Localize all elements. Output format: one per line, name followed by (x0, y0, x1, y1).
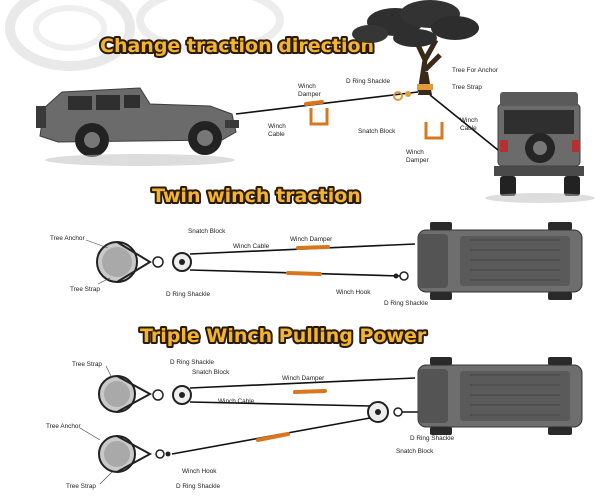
label-d-ring-shackle: D Ring Shackle (346, 78, 390, 85)
label-winch-cable: Winch Cable (218, 398, 255, 405)
label-d-ring-shackle: D Ring Shackle (166, 291, 210, 298)
jeep-top-view-icon (417, 357, 583, 435)
shackle-icon (393, 91, 411, 101)
winch-damper-mark (256, 432, 290, 442)
winch-cable-line (189, 377, 416, 389)
section-title-change-traction: Change traction direction (100, 35, 374, 57)
label-d-ring-shackle-right: D Ring Shackle (410, 435, 454, 442)
label-winch-hook: Winch Hook (336, 289, 371, 296)
label-winch-damper-2: Damper (298, 91, 322, 98)
label-winch-damper-lower-2: Damper (406, 157, 430, 164)
section-title-twin-winch: Twin winch traction (152, 185, 361, 207)
jeep-rear-view-icon (485, 92, 595, 203)
label-d-ring-shackle-right: D Ring Shackle (384, 300, 428, 307)
label-tree-strap-top: Tree Strap (72, 361, 102, 368)
label-winch-hook: Winch Hook (182, 468, 217, 475)
label-winch-damper: Winch Damper (290, 236, 333, 243)
snatch-block-icon (152, 252, 192, 272)
label-winch-damper: Winch Damper (282, 375, 325, 382)
winch-damper-bracket (424, 122, 444, 140)
tree-anchor-icon (98, 435, 153, 473)
label-winch-cable-left-2: Cable (268, 131, 285, 138)
label-snatch-block: Snatch Block (188, 228, 226, 235)
tree-icon (352, 0, 479, 95)
tree-anchor-icon (98, 375, 153, 413)
label-winch-cable: Winch Cable (233, 243, 270, 250)
label-tree-strap: Tree Strap (70, 286, 100, 293)
label-snatch-block: Snatch Block (358, 128, 396, 135)
winch-damper-mark (296, 245, 330, 250)
snatch-block-icon (152, 385, 192, 405)
winch-damper-mark (293, 389, 327, 394)
label-d-ring-shackle-bottom: D Ring Shackle (176, 483, 220, 490)
section-title-triple-winch: Triple Winch Pulling Power (140, 325, 427, 347)
label-winch-cable-right-1: Winch (460, 117, 478, 124)
tree-anchor-icon (96, 241, 152, 283)
label-winch-damper-1: Winch (298, 83, 316, 90)
winch-hook-icon (393, 271, 409, 281)
label-tree-for-anchor: Tree For Anchor (452, 67, 499, 74)
winch-damper-mark (304, 100, 324, 106)
label-tree-anchor: Tree Anchor (50, 235, 85, 242)
label-tree-strap: Tree Strap (452, 84, 482, 91)
label-tree-strap-bottom: Tree Strap (66, 483, 96, 490)
winch-hook-icon (155, 449, 171, 459)
snatch-block-icon (367, 401, 403, 423)
winch-damper-mark (286, 271, 322, 276)
winch-cable-line (189, 401, 371, 407)
label-snatch-block-right: Snatch Block (396, 448, 434, 455)
jeep-side-view-icon (36, 87, 239, 166)
background-spool-graphic (5, 0, 284, 71)
winch-cable-line (235, 91, 419, 115)
label-snatch-block-top: Snatch Block (192, 369, 230, 376)
label-winch-cable-right-2: Cable (460, 125, 477, 132)
label-winch-damper-lower-1: Winch (406, 149, 424, 156)
label-winch-cable-left-1: Winch (268, 123, 286, 130)
label-tree-anchor: Tree Anchor (46, 423, 81, 430)
jeep-top-view-icon (417, 222, 583, 300)
label-d-ring-shackle-top: D Ring Shackle (170, 359, 214, 366)
winch-cable-line (429, 94, 499, 151)
winch-damper-bracket (309, 108, 329, 126)
